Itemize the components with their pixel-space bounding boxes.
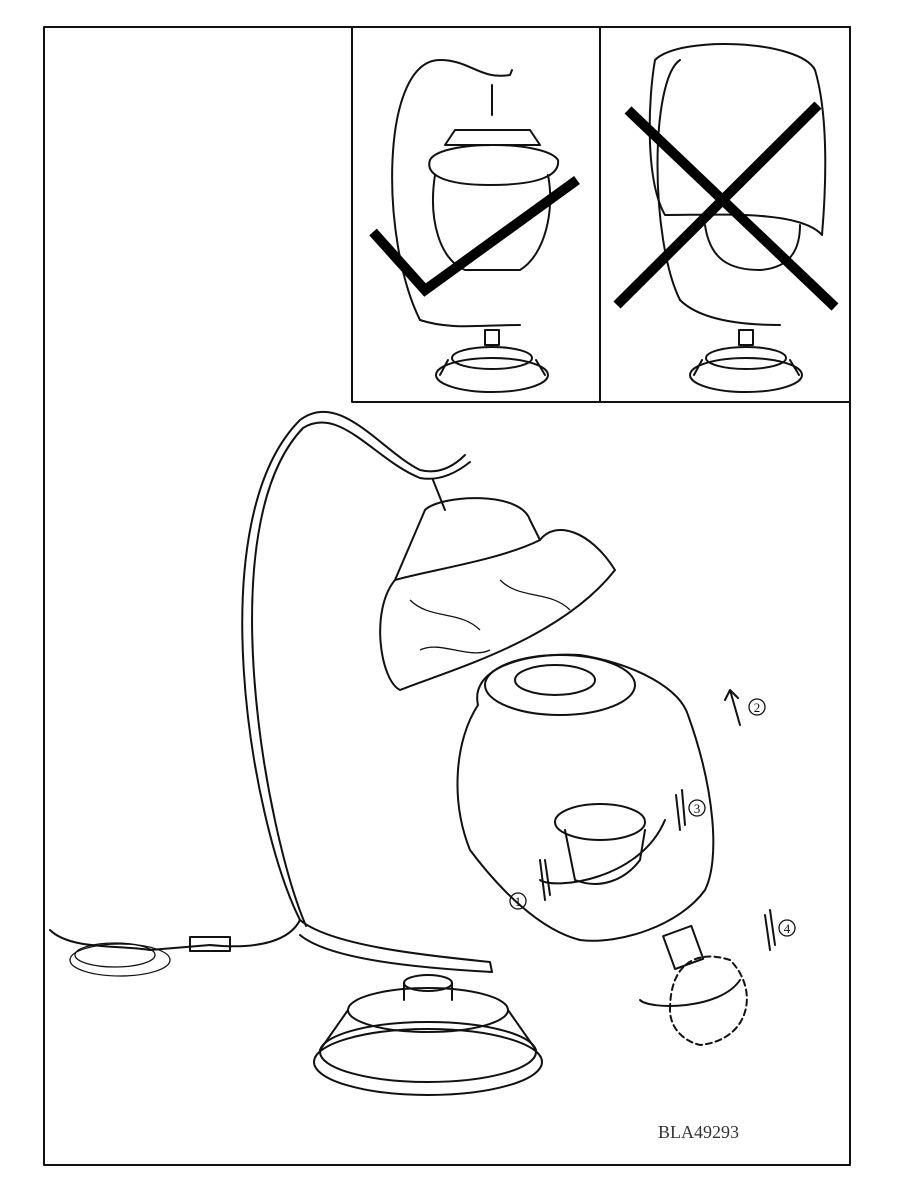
cord-switch <box>189 936 231 952</box>
step-labels: 1 2 3 4 <box>509 698 796 937</box>
glass-shade-main <box>456 653 715 942</box>
glass-shade <box>432 174 552 271</box>
step-3-label: 3 <box>694 801 701 816</box>
power-cord <box>49 919 301 951</box>
ornate-shade <box>379 529 616 691</box>
bulb-base <box>662 924 705 971</box>
socket-ring <box>554 803 646 841</box>
lamp-base <box>435 357 549 393</box>
lamp-arm <box>391 59 513 321</box>
lamp-arm-main <box>241 411 466 921</box>
step-1-label: 1 <box>515 894 522 909</box>
base-main <box>313 1028 543 1096</box>
document-code: BLA49293 <box>658 1122 739 1142</box>
cross-mark-icon <box>613 101 839 311</box>
step-2-label: 2 <box>754 700 761 715</box>
shade-top <box>444 129 541 146</box>
check-mark-icon <box>369 175 580 297</box>
step-4-label: 4 <box>784 921 791 936</box>
cloth-cover <box>648 42 827 236</box>
step-arrows <box>539 689 776 1007</box>
panel-correct <box>351 26 601 403</box>
main-lamp-exploded: 1 2 3 4 <box>49 411 796 1096</box>
shade-cap-main <box>394 497 541 581</box>
panel-incorrect <box>599 26 851 403</box>
